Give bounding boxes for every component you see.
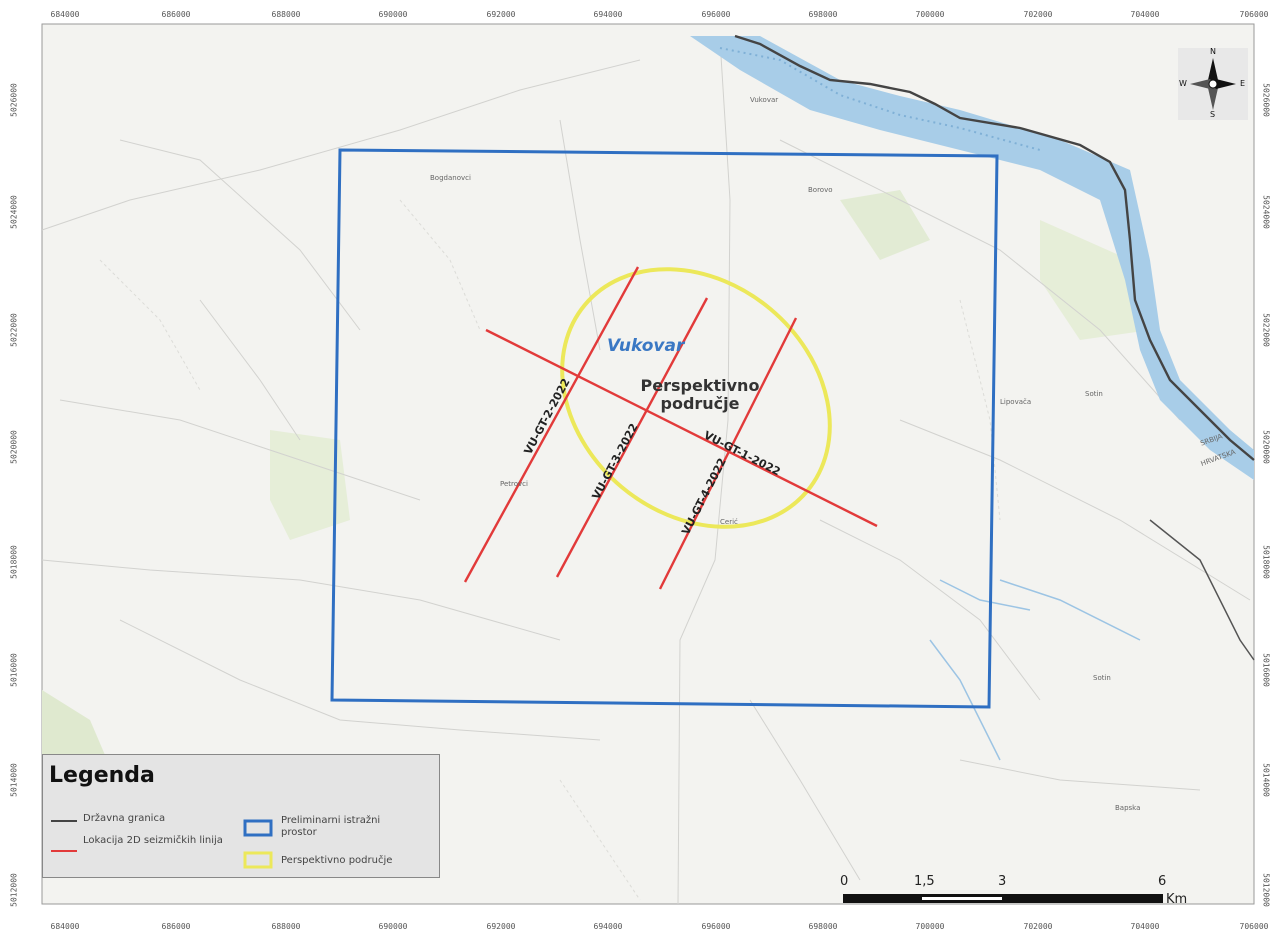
north-arrow: N S E W — [1178, 47, 1248, 120]
legend-title: Legenda — [49, 763, 155, 788]
grid-tick-left: 5020000 — [9, 430, 19, 464]
seismic-line-3 — [555, 297, 709, 578]
grid-tick-top: 684000 — [50, 10, 80, 19]
exploration-area-symbol — [243, 819, 273, 837]
place-label: Sotin — [1085, 390, 1103, 398]
scale-label-3: 6 — [1158, 874, 1167, 889]
place-label: Lipovača — [1000, 398, 1032, 406]
scale-label-2: 3 — [998, 874, 1007, 889]
legend-perspective-area: Perspektivno područje — [281, 855, 393, 866]
grid-tick-left: 5016000 — [9, 653, 19, 687]
exploration-area-outline — [330, 148, 999, 709]
grid-tick-left: 5024000 — [9, 195, 19, 229]
grid-tick-top: 686000 — [161, 10, 191, 19]
river-dotted-border — [719, 47, 1041, 151]
grid-tick-right: 5024000 — [1261, 195, 1271, 229]
grid-tick-bottom: 692000 — [486, 922, 516, 931]
grid-tick-top: 690000 — [378, 10, 408, 19]
place-label: Borovo — [808, 186, 833, 194]
legend-exploration-area: Preliminarni istražni prostor — [281, 815, 381, 838]
grid-tick-top: 700000 — [915, 10, 945, 19]
seismic-line-2 — [463, 266, 640, 583]
streams — [929, 579, 1141, 761]
paths — [99, 199, 1001, 901]
grid-tick-right: 5012000 — [1261, 873, 1271, 907]
seismic-line-symbol — [51, 850, 77, 852]
grid-tick-bottom: 686000 — [161, 922, 191, 931]
legend-seismic-lines: Lokacija 2D seizmičkih linija — [83, 835, 223, 846]
grid-tick-bottom: 688000 — [271, 922, 301, 931]
danube-river — [690, 36, 1254, 480]
seismic-lines — [463, 266, 878, 590]
east-label: E — [1240, 79, 1246, 88]
grid-tick-right: 5014000 — [1261, 763, 1271, 797]
west-label: W — [1179, 79, 1187, 88]
grid-tick-right: 5026000 — [1261, 83, 1271, 117]
grid-tick-top: 696000 — [701, 10, 731, 19]
grid-tick-bottom: 706000 — [1239, 922, 1269, 931]
place-label: Bogdanovci — [430, 174, 471, 182]
compass-icon — [1190, 58, 1236, 110]
grid-tick-left: 5018000 — [9, 545, 19, 579]
place-label: Cerić — [720, 518, 738, 526]
green-area — [270, 430, 350, 540]
grid-tick-left: 5012000 — [9, 873, 19, 907]
grid-tick-top: 706000 — [1239, 10, 1269, 19]
north-label: N — [1210, 47, 1216, 56]
place-label: Bapska — [1115, 804, 1141, 812]
grid-tick-right: 5016000 — [1261, 653, 1271, 687]
grid-tick-left: 5022000 — [9, 313, 19, 347]
grid-tick-top: 704000 — [1130, 10, 1160, 19]
scale-label-1: 1,5 — [914, 874, 935, 889]
grid-tick-right: 5020000 — [1261, 430, 1271, 464]
perspective-area-label-line-1: Perspektivno — [640, 376, 760, 395]
perspective-area-label-line-2: područje — [660, 394, 740, 413]
state-border-symbol — [51, 820, 77, 822]
grid-tick-top: 688000 — [271, 10, 301, 19]
scale-bar-graphic — [843, 894, 1163, 903]
state-border-south — [1149, 519, 1255, 661]
south-label: S — [1210, 110, 1216, 119]
grid-tick-bottom: 690000 — [378, 922, 408, 931]
perspective-area-label: Perspektivno područje — [630, 377, 770, 413]
perspective-area-symbol — [243, 851, 273, 869]
grid-tick-bottom: 684000 — [50, 922, 80, 931]
grid-tick-top: 692000 — [486, 10, 516, 19]
grid-tick-bottom: 704000 — [1130, 922, 1160, 931]
grid-tick-bottom: 700000 — [915, 922, 945, 931]
grid-tick-bottom: 702000 — [1023, 922, 1053, 931]
grid-tick-bottom: 698000 — [808, 922, 838, 931]
grid-tick-top: 698000 — [808, 10, 838, 19]
scale-label-0: 0 — [840, 874, 849, 889]
grid-tick-top: 702000 — [1023, 10, 1053, 19]
grid-tick-right: 5022000 — [1261, 313, 1271, 347]
green-area — [1040, 220, 1150, 340]
grid-tick-left: 5014000 — [9, 763, 19, 797]
grid-tick-bottom: 694000 — [593, 922, 623, 931]
grid-tick-bottom: 696000 — [701, 922, 731, 931]
state-border — [734, 34, 1255, 461]
place-label: Sotin — [1093, 674, 1111, 682]
place-label: Vukovar — [750, 96, 779, 104]
green-area — [840, 190, 930, 260]
seismic-line-4 — [658, 317, 798, 590]
scale-unit: Km — [1166, 892, 1188, 907]
road-network — [41, 39, 1251, 905]
seismic-line-1 — [485, 328, 878, 528]
grid-tick-top: 694000 — [593, 10, 623, 19]
city-label: Vukovar — [607, 336, 685, 356]
grid-tick-left: 5026000 — [9, 83, 19, 117]
legend-state-border: Državna granica — [83, 813, 166, 824]
place-label: Petrovci — [500, 480, 528, 488]
grid-tick-right: 5018000 — [1261, 545, 1271, 579]
legend: Legenda Državna granica Lokacija 2D seiz… — [42, 754, 440, 878]
